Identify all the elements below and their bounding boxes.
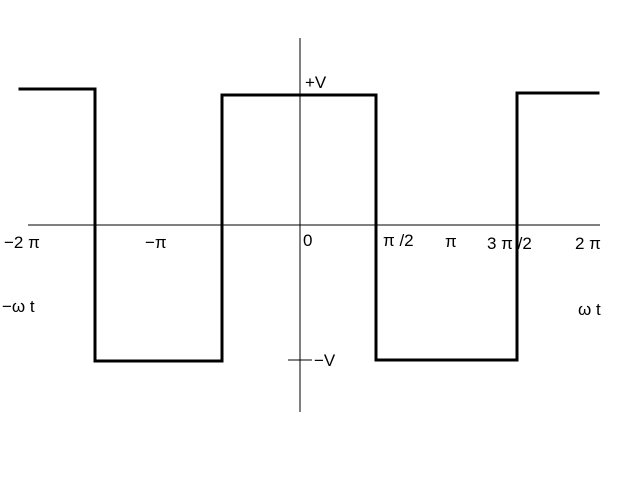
pi-label: π	[445, 232, 457, 251]
omega-t-label: ω t	[578, 300, 601, 319]
pi-over-2-label: π /2	[383, 231, 414, 250]
minus-v-label: −V	[314, 351, 336, 370]
minus-two-pi-label: −2 π	[4, 233, 40, 252]
minus-omega-t-label: −ω t	[2, 297, 35, 316]
minus-pi-label: −π	[145, 233, 167, 252]
plus-v-label: +V	[305, 73, 327, 92]
two-pi-label: 2 π	[575, 234, 601, 253]
square-wave-trace	[18, 87, 600, 363]
origin-label: 0	[303, 231, 312, 250]
three-pi-over-2-label: 3 π /2	[487, 234, 532, 253]
